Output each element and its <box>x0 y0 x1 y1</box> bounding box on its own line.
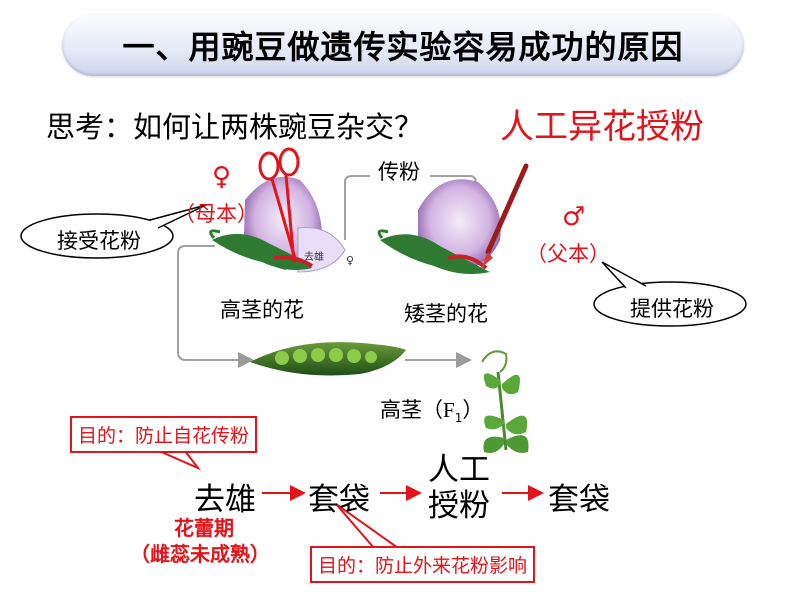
mother-label: （母本） <box>174 198 258 228</box>
f1-suffix: ） <box>462 398 483 422</box>
f1-symbol: F <box>443 398 455 422</box>
step3-line2: 授粉 <box>428 488 490 524</box>
bud-stage-note: （雌蕊未成熟） <box>130 538 270 567</box>
short-flower-illustration <box>379 179 501 274</box>
tall-flower-label: 高茎的花 <box>220 294 304 324</box>
provide-pollen-text: 提供花粉 <box>630 293 714 323</box>
pollination-label: 传粉 <box>378 156 420 186</box>
step-bag-2: 套袋 <box>548 474 610 519</box>
receive-pollen-text: 接受花粉 <box>57 225 141 255</box>
step-artificial-pollination: 人工 授粉 <box>428 452 490 524</box>
step3-line1: 人工 <box>428 452 490 488</box>
f1-label: 高茎（F1） <box>380 394 483 425</box>
f1-plant-illustration <box>482 351 529 453</box>
emasculated-tag: 去雄 <box>304 248 324 263</box>
purpose1-box: 目的：防止自花传粉 <box>70 416 257 453</box>
step-bag-1: 套袋 <box>308 474 370 519</box>
pea-pod-illustration <box>250 342 406 375</box>
female-symbol: ♀ <box>212 162 231 192</box>
small-female-symbol: ♀ <box>346 254 354 267</box>
f1-prefix: 高茎（ <box>380 398 443 422</box>
short-flower-label: 矮茎的花 <box>404 298 488 328</box>
bud-stage-label: 花蕾期 <box>174 512 234 541</box>
father-label: （父本） <box>526 238 610 268</box>
purpose2-box: 目的：防止外来花粉影响 <box>310 546 535 583</box>
male-symbol: ♂ <box>562 202 585 232</box>
